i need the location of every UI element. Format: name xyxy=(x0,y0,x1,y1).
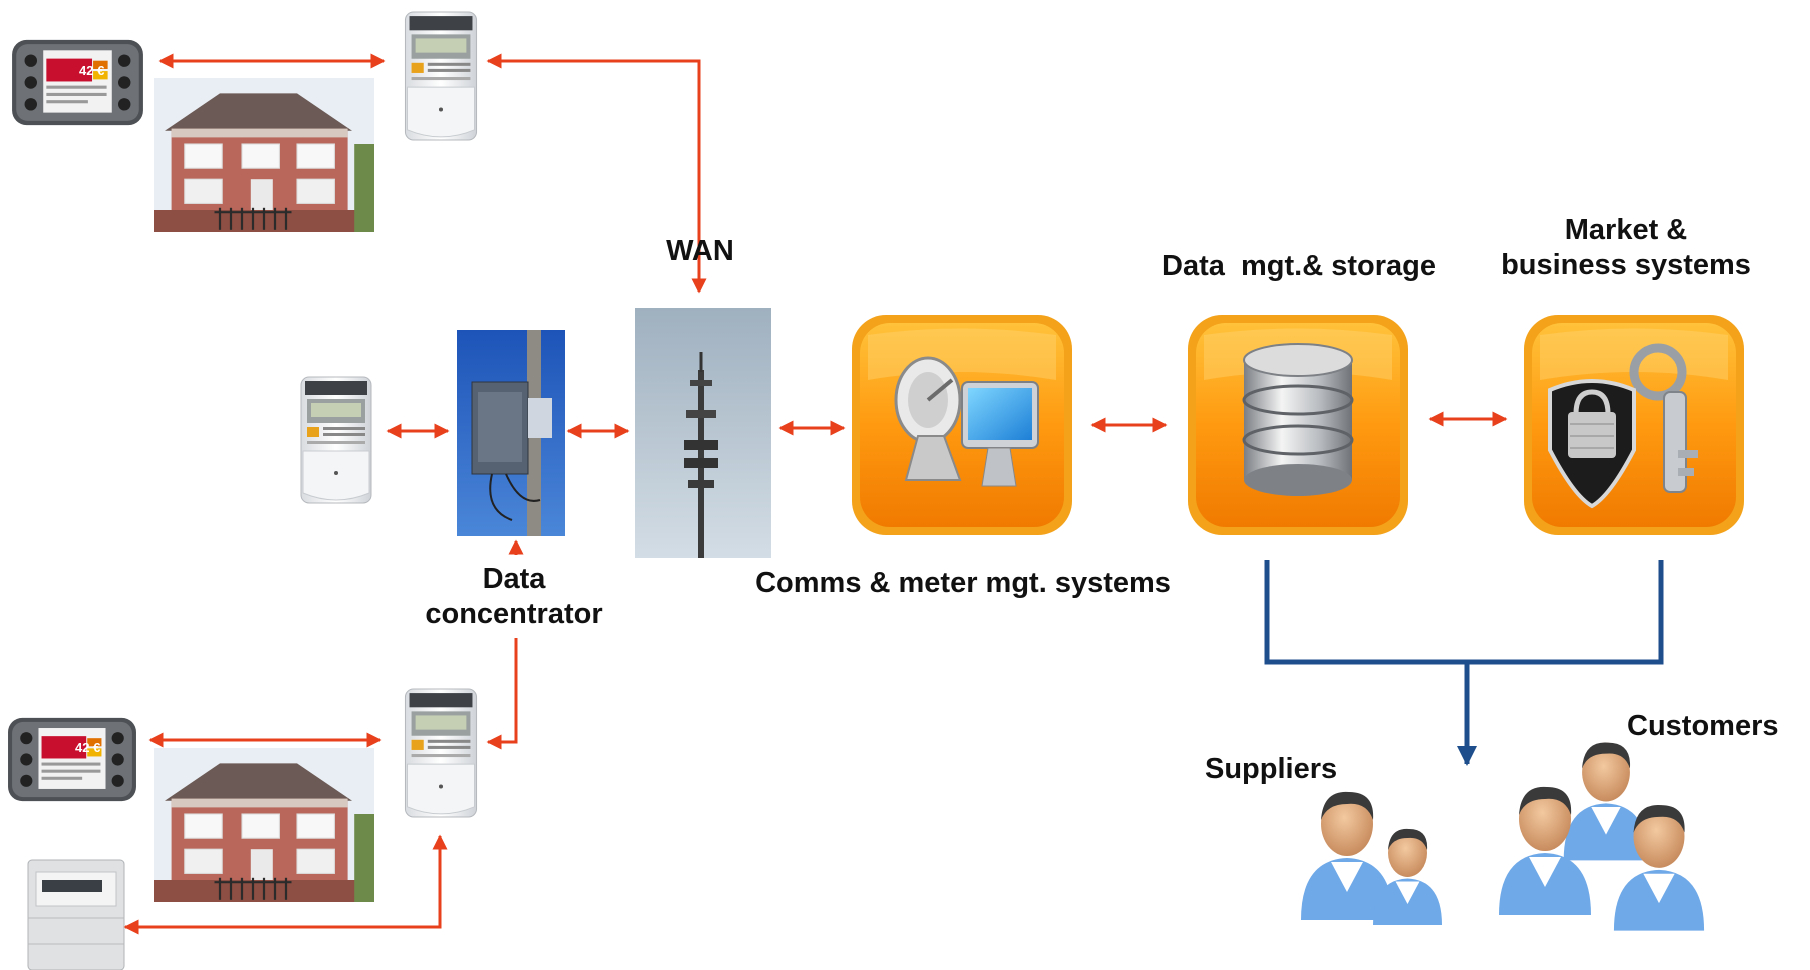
concentrator-meter-link xyxy=(486,638,518,750)
in-home-display-icon xyxy=(8,717,136,802)
data-storage-label: Data mgt.& storage xyxy=(1162,250,1436,282)
gas-meter-icon xyxy=(27,859,125,970)
suppliers-people-icon xyxy=(1301,791,1442,925)
smart-meter-icon xyxy=(300,376,372,504)
comms-meter-mgt-tile xyxy=(852,315,1072,535)
customers-label: Customers xyxy=(1627,710,1779,742)
utility-pole-image xyxy=(457,330,565,536)
smart-meter-icon xyxy=(404,688,478,818)
smart-meter-icon xyxy=(404,11,478,141)
house-image xyxy=(154,76,374,234)
market-business-label: Market & business systems xyxy=(1501,214,1751,281)
customers-people-icon xyxy=(1499,742,1705,931)
satellite-monitor-icon xyxy=(894,356,1039,487)
market-business-tile xyxy=(1524,315,1744,535)
data-storage-tile xyxy=(1188,315,1408,535)
shield-keys-icon xyxy=(1548,343,1698,509)
suppliers-label: Suppliers xyxy=(1205,753,1338,785)
gas-meter-link xyxy=(123,834,448,935)
data-concentrator-label: Data concentrator xyxy=(425,563,603,630)
house-image xyxy=(154,746,374,904)
comms-meter-mgt-label: Comms & meter mgt. systems xyxy=(755,567,1171,599)
cell-tower-image xyxy=(635,308,771,558)
systems-bracket-line xyxy=(1264,560,1664,665)
database-icon xyxy=(1242,343,1354,496)
display-price-top: 42 € xyxy=(79,63,105,78)
wan-label: WAN xyxy=(666,235,734,267)
in-home-display-icon xyxy=(12,39,143,126)
wan-meter-link xyxy=(486,53,707,294)
display-price-bottom: 42 € xyxy=(75,740,101,755)
